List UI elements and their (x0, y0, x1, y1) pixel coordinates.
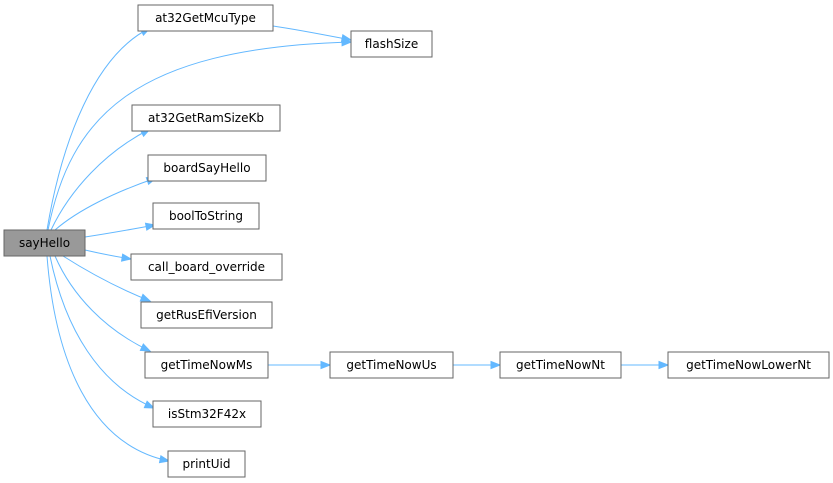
node-sayHello: sayHello (3, 229, 86, 257)
node-label: getTimeNowMs (161, 358, 253, 372)
node-box (131, 104, 281, 132)
node-getTimeNowNt[interactable]: getTimeNowNt (499, 351, 622, 379)
edge-arrowhead (139, 343, 152, 352)
node-getRusEfiVersion[interactable]: getRusEfiVersion (140, 301, 273, 329)
edge-line (54, 177, 157, 231)
node-label: getRusEfiVersion (156, 308, 257, 322)
edge-line (50, 128, 151, 231)
edge-sayHello-to-printUid (46, 255, 171, 464)
node-box (350, 30, 433, 58)
node-label: getTimeNowUs (346, 358, 436, 372)
edge-sayHello-to-flashSize (47, 38, 353, 231)
node-label: at32GetRamSizeKb (148, 111, 264, 125)
edge-sayHello-to-call_board_override (84, 249, 133, 262)
edges-layer (46, 25, 670, 464)
node-box (144, 351, 269, 379)
node-label: flashSize (365, 37, 418, 51)
edge-sayHello-to-getRusEfiVersion (62, 255, 152, 302)
edge-sayHello-to-boolToString (84, 222, 157, 238)
edge-line (46, 27, 151, 231)
edge-arrowhead (158, 454, 171, 464)
node-label: call_board_override (148, 260, 265, 274)
node-label: sayHello (19, 236, 70, 250)
edge-arrowhead (143, 400, 156, 409)
edge-sayHello-to-boardSayHello (54, 177, 158, 231)
edge-line (272, 25, 352, 41)
node-label: printUid (183, 457, 231, 471)
edge-line (62, 255, 151, 302)
node-getTimeNowMs[interactable]: getTimeNowMs (144, 351, 269, 379)
node-box (140, 301, 273, 329)
node-boardSayHello[interactable]: boardSayHello (147, 154, 267, 182)
edge-sayHello-to-getTimeNowMs (54, 255, 152, 352)
node-boolToString[interactable]: boolToString (152, 202, 260, 230)
node-label: getTimeNowLowerNt (686, 358, 811, 372)
node-box (167, 450, 246, 478)
node-label: getTimeNowNt (516, 358, 605, 372)
node-getTimeNowUs[interactable]: getTimeNowUs (329, 351, 454, 379)
node-printUid[interactable]: printUid (167, 450, 246, 478)
edge-getTimeNowUs-to-getTimeNowNt (453, 360, 502, 370)
node-label: isStm32F42x (168, 407, 246, 421)
node-call_board_override[interactable]: call_board_override (130, 253, 283, 281)
edge-line (46, 255, 170, 462)
edge-line (47, 41, 352, 231)
node-isStm32F42x[interactable]: isStm32F42x (152, 400, 262, 428)
edge-arrowhead (120, 253, 133, 262)
edge-arrowhead (490, 360, 502, 370)
edge-getTimeNowNt-to-getTimeNowLowerNt (621, 360, 670, 370)
node-box (152, 400, 262, 428)
nodes-layer: sayHello at32GetMcuType flashSize at32GetRa… (3, 4, 830, 478)
edge-arrowhead (320, 360, 332, 370)
node-at32GetMcuType[interactable]: at32GetMcuType (137, 4, 274, 32)
edge-sayHello-to-at32GetRamSizeKb (50, 128, 152, 231)
node-box (3, 229, 86, 257)
node-label: boolToString (169, 209, 243, 223)
node-box (667, 351, 830, 379)
node-getTimeNowLowerNt[interactable]: getTimeNowLowerNt (667, 351, 830, 379)
edge-arrowhead (340, 34, 353, 43)
node-label: boardSayHello (163, 161, 250, 175)
edge-arrowhead (139, 293, 152, 302)
node-box (329, 351, 454, 379)
edge-getTimeNowMs-to-getTimeNowUs (268, 360, 332, 370)
node-at32GetRamSizeKb[interactable]: at32GetRamSizeKb (131, 104, 281, 132)
edge-at32GetMcuType-to-flashSize (272, 25, 353, 43)
edge-line (54, 255, 151, 352)
node-box (152, 202, 260, 230)
node-box (130, 253, 283, 281)
edge-line (84, 224, 156, 238)
edge-arrowhead (658, 360, 670, 370)
node-box (137, 4, 274, 32)
edge-line (49, 255, 155, 409)
node-flashSize[interactable]: flashSize (350, 30, 433, 58)
node-box (499, 351, 622, 379)
edge-sayHello-to-isStm32F42x (49, 255, 156, 409)
node-box (147, 154, 267, 182)
node-label: at32GetMcuType (155, 11, 256, 25)
